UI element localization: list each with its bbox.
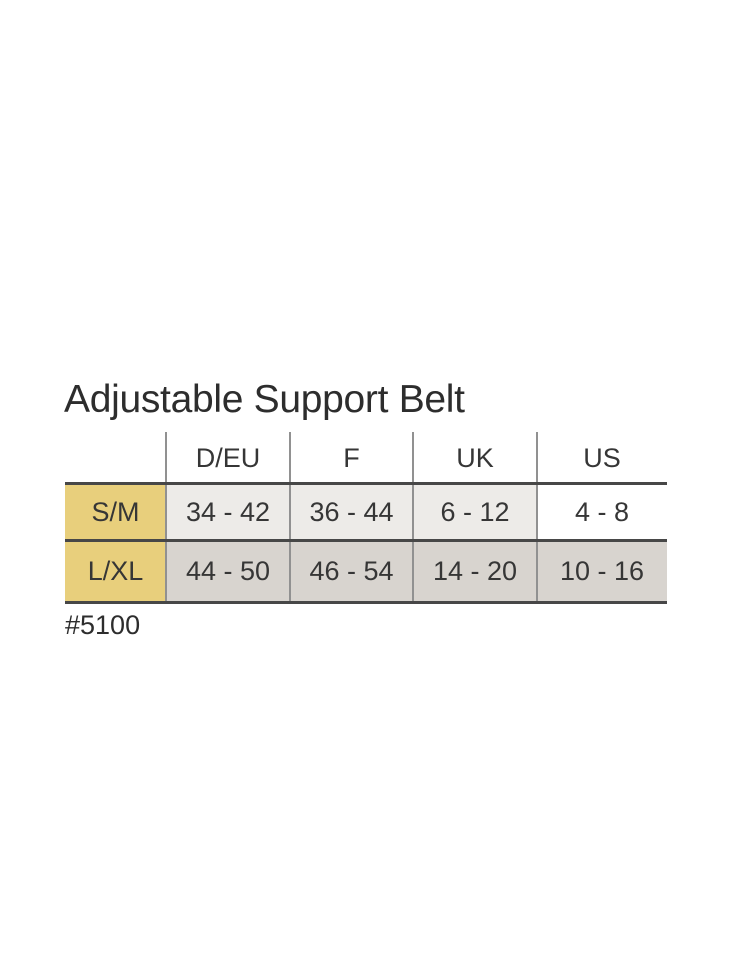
size-table: D/EU F UK US S/M 34 - 42 36 - 44 6 - 12 … xyxy=(65,432,667,604)
table-divider-line-2 xyxy=(289,432,291,604)
table-divider-line-3 xyxy=(412,432,414,604)
table-divider-line-4 xyxy=(536,432,538,604)
size-cell-lxl-us: 10 - 16 xyxy=(537,541,667,601)
size-cell-sm-us: 4 - 8 xyxy=(537,484,667,541)
row-label-lxl: L/XL xyxy=(65,541,166,601)
product-code: #5100 xyxy=(65,610,141,640)
size-cell-lxl-f: 46 - 54 xyxy=(290,541,413,601)
size-cell-lxl-uk: 14 - 20 xyxy=(413,541,537,601)
size-cell-sm-uk: 6 - 12 xyxy=(413,484,537,541)
size-cell-sm-d-eu: 34 - 42 xyxy=(166,484,290,541)
table-divider-line-1 xyxy=(165,432,167,604)
column-header-uk: UK xyxy=(413,432,537,484)
table-corner-cell xyxy=(65,432,166,484)
table-heavy-line-between-rows xyxy=(65,539,667,542)
row-label-sm: S/M xyxy=(65,484,166,541)
column-header-f: F xyxy=(290,432,413,484)
size-cell-lxl-d-eu: 44 - 50 xyxy=(166,541,290,601)
page-title: Adjustable Support Belt xyxy=(64,378,465,421)
table-heavy-line-bottom xyxy=(65,601,667,604)
column-header-d-eu: D/EU xyxy=(166,432,290,484)
table-heavy-line-below-header xyxy=(65,482,667,485)
column-header-us: US xyxy=(537,432,667,484)
size-cell-sm-f: 36 - 44 xyxy=(290,484,413,541)
size-table-grid: D/EU F UK US S/M 34 - 42 36 - 44 6 - 12 … xyxy=(65,432,667,601)
